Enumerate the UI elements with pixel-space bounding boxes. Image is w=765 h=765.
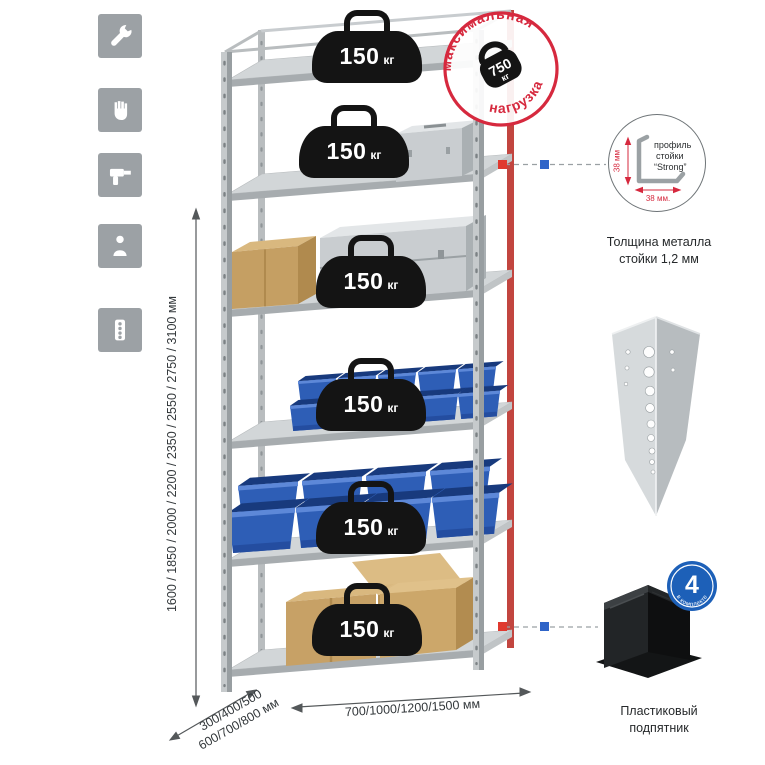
height-dimension-line bbox=[191, 207, 201, 708]
weight-handle bbox=[348, 481, 394, 507]
load-unit: кг bbox=[387, 401, 399, 415]
dim-vertical-label: 38 мм bbox=[613, 150, 622, 172]
profile-label-1: профиль bbox=[654, 140, 692, 150]
cardboard-box-small bbox=[232, 236, 316, 309]
count-badge-number: 4 bbox=[685, 571, 699, 599]
red-marker-square bbox=[498, 160, 507, 169]
weight-handle bbox=[331, 105, 377, 131]
blue-marker-square bbox=[540, 160, 549, 169]
stamp-weight-handle bbox=[478, 41, 509, 65]
load-unit: кг bbox=[383, 626, 395, 640]
profile-label-2: стойки bbox=[656, 151, 684, 161]
dim-horizontal-label: 38 мм. bbox=[646, 194, 670, 203]
blue-marker-square bbox=[540, 622, 549, 631]
dim-vertical-arrow bbox=[624, 136, 632, 186]
load-value: 150 bbox=[339, 43, 380, 69]
feature-tile-tools bbox=[98, 14, 142, 58]
foot-caption-line-2: подпятник bbox=[629, 720, 689, 735]
weight-handle bbox=[348, 358, 394, 384]
load-value: 150 bbox=[326, 138, 367, 164]
max-load-stamp: максимальная нагрузка 750 кг bbox=[436, 4, 559, 127]
depth-dimension-line bbox=[168, 689, 258, 741]
angle-profile-glyph bbox=[636, 134, 686, 184]
wrench-icon bbox=[111, 24, 132, 46]
feature-tile-person bbox=[98, 224, 142, 268]
profile-caption: Толщина металла стойки 1,2 мм bbox=[589, 234, 729, 267]
profile-label-3: “Strong” bbox=[654, 162, 687, 172]
person-icon bbox=[113, 235, 127, 257]
weight-handle bbox=[344, 10, 390, 36]
red-marker-square bbox=[498, 622, 507, 631]
stamp-unit: кг bbox=[499, 70, 511, 83]
back-posts bbox=[258, 10, 514, 670]
feature-tile-drill bbox=[98, 153, 142, 197]
load-unit: кг bbox=[383, 53, 395, 67]
stamp-weight-body bbox=[479, 49, 522, 88]
aluminum-case bbox=[396, 120, 478, 182]
load-value: 150 bbox=[339, 616, 380, 642]
highlighted-red-post bbox=[507, 10, 514, 648]
profile-diagram: 38 мм 38 мм. профиль стойки “Strong” bbox=[613, 134, 692, 203]
load-unit: кг bbox=[370, 148, 382, 162]
feature-tile-fasteners bbox=[98, 308, 142, 352]
load-unit: кг bbox=[387, 278, 399, 292]
load-value: 150 bbox=[343, 514, 384, 540]
fasteners-icon bbox=[114, 319, 126, 341]
foot-connector bbox=[498, 622, 598, 631]
dim-horizontal-arrow bbox=[634, 186, 682, 194]
feature-tile-glove bbox=[98, 88, 142, 132]
load-value: 150 bbox=[343, 268, 384, 294]
glove-icon bbox=[114, 101, 128, 121]
width-dimension-line bbox=[290, 687, 532, 713]
front-posts bbox=[221, 30, 484, 692]
profile-callout-circle: 38 мм 38 мм. профиль стойки “Strong” bbox=[608, 114, 706, 212]
profile-connector bbox=[498, 160, 606, 169]
load-unit: кг bbox=[387, 524, 399, 538]
foot-caption-line-1: Пластиковый bbox=[620, 704, 698, 718]
height-dimension-label: 1600 / 1850 / 2000 / 2200 / 2350 / 2550 … bbox=[165, 295, 179, 613]
profile-label: профиль стойки “Strong” bbox=[654, 140, 692, 172]
foot-caption: Пластиковый подпятник bbox=[589, 703, 729, 736]
angle-post-graphic bbox=[611, 316, 701, 516]
count-badge: 4 в комплекте bbox=[667, 561, 717, 611]
weight-handle bbox=[348, 235, 394, 261]
weight-handle bbox=[344, 583, 390, 609]
profile-caption-line-2: стойки 1,2 мм bbox=[619, 251, 699, 266]
profile-caption-line-1: Толщина металла bbox=[606, 235, 712, 249]
load-value: 150 bbox=[343, 391, 384, 417]
drill-icon bbox=[109, 168, 131, 186]
